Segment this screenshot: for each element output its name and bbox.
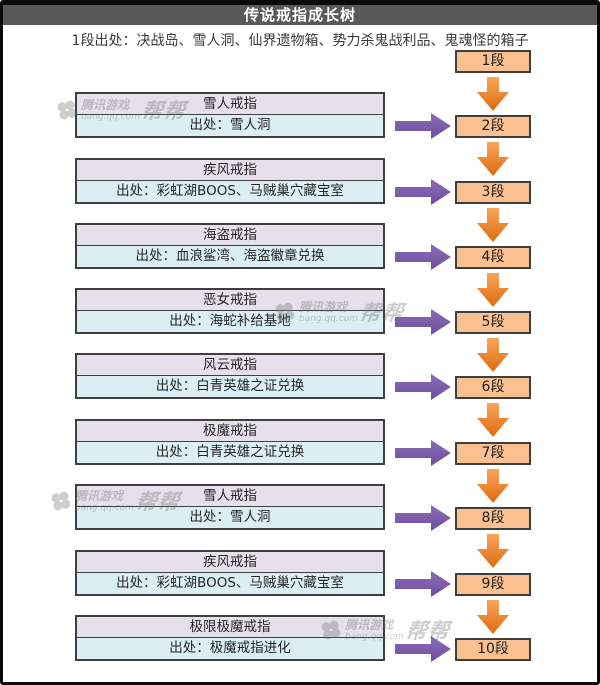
down-arrow-icon	[477, 403, 509, 437]
ring-name: 风云戒指	[77, 355, 383, 376]
right-arrow-icon	[395, 636, 451, 662]
ring-name: 极魔戒指	[77, 421, 383, 442]
ring-source: 出处：海蛇补给基地	[77, 311, 383, 332]
ring-block-8: 疾风戒指 出处：彩虹湖BOOS、马贼巢穴藏宝室	[75, 550, 385, 596]
page-title: 传说戒指成长树	[243, 6, 356, 24]
stage-box-3: 3段	[455, 181, 531, 204]
right-arrow-icon	[395, 309, 451, 335]
down-arrow-icon	[477, 208, 509, 242]
stage-box-4: 4段	[455, 246, 531, 269]
ring-name: 雪人戒指	[77, 94, 383, 115]
down-arrow-icon	[477, 600, 509, 634]
right-arrow-icon	[395, 179, 451, 205]
down-arrow-icon	[477, 273, 509, 307]
clover-icon	[51, 491, 71, 511]
ring-source: 出处：白青英雄之证兑换	[77, 376, 383, 397]
right-arrow-icon	[395, 505, 451, 531]
ring-block-3: 海盗戒指 出处：血浪鲨湾、海盗徽章兑换	[75, 223, 385, 269]
ring-source: 出处：彩虹湖BOOS、马贼巢穴藏宝室	[77, 181, 383, 202]
ring-name: 疾风戒指	[77, 160, 383, 181]
ring-block-2: 疾风戒指 出处：彩虹湖BOOS、马贼巢穴藏宝室	[75, 158, 385, 204]
stage-box-10: 10段	[455, 638, 531, 661]
ring-block-9: 极限极魔戒指 出处：极魔戒指进化	[75, 615, 385, 661]
ring-source: 出处：极魔戒指进化	[77, 638, 383, 659]
ring-name: 疾风戒指	[77, 552, 383, 573]
right-arrow-icon	[395, 571, 451, 597]
ring-name: 雪人戒指	[77, 486, 383, 507]
ring-block-7: 雪人戒指 出处：雪人洞	[75, 484, 385, 530]
stage1-source-note: 1段出处：决战岛、雪人洞、仙界遗物箱、势力杀鬼战利品、鬼魂怪的箱子	[71, 33, 529, 49]
down-arrow-icon	[477, 469, 509, 503]
down-arrow-icon	[477, 142, 509, 176]
ring-source: 出处：白青英雄之证兑换	[77, 442, 383, 463]
right-arrow-icon	[395, 244, 451, 270]
ring-name: 海盗戒指	[77, 225, 383, 246]
ring-source: 出处：雪人洞	[77, 507, 383, 528]
stage-box-1: 1段	[455, 50, 531, 73]
stage-box-6: 6段	[455, 376, 531, 399]
ring-name: 极限极魔戒指	[77, 617, 383, 638]
stage-box-5: 5段	[455, 311, 531, 334]
stage-box-7: 7段	[455, 442, 531, 465]
right-arrow-icon	[395, 440, 451, 466]
stage-box-9: 9段	[455, 573, 531, 596]
right-arrow-icon	[395, 113, 451, 139]
ring-block-4: 恶女戒指 出处：海蛇补给基地	[75, 288, 385, 334]
ring-block-6: 极魔戒指 出处：白青英雄之证兑换	[75, 419, 385, 465]
page-title-bar: 传说戒指成长树	[3, 3, 597, 25]
down-arrow-icon	[477, 77, 509, 111]
ring-source: 出处：彩虹湖BOOS、马贼巢穴藏宝室	[77, 573, 383, 594]
ring-name: 恶女戒指	[77, 290, 383, 311]
stage-box-8: 8段	[455, 507, 531, 530]
ring-source: 出处：雪人洞	[77, 115, 383, 136]
ring-block-5: 风云戒指 出处：白青英雄之证兑换	[75, 353, 385, 399]
ring-block-1: 雪人戒指 出处：雪人洞	[75, 92, 385, 138]
right-arrow-icon	[395, 374, 451, 400]
stage-box-2: 2段	[455, 115, 531, 138]
down-arrow-icon	[477, 338, 509, 372]
down-arrow-icon	[477, 534, 509, 568]
ring-source: 出处：血浪鲨湾、海盗徽章兑换	[77, 246, 383, 267]
